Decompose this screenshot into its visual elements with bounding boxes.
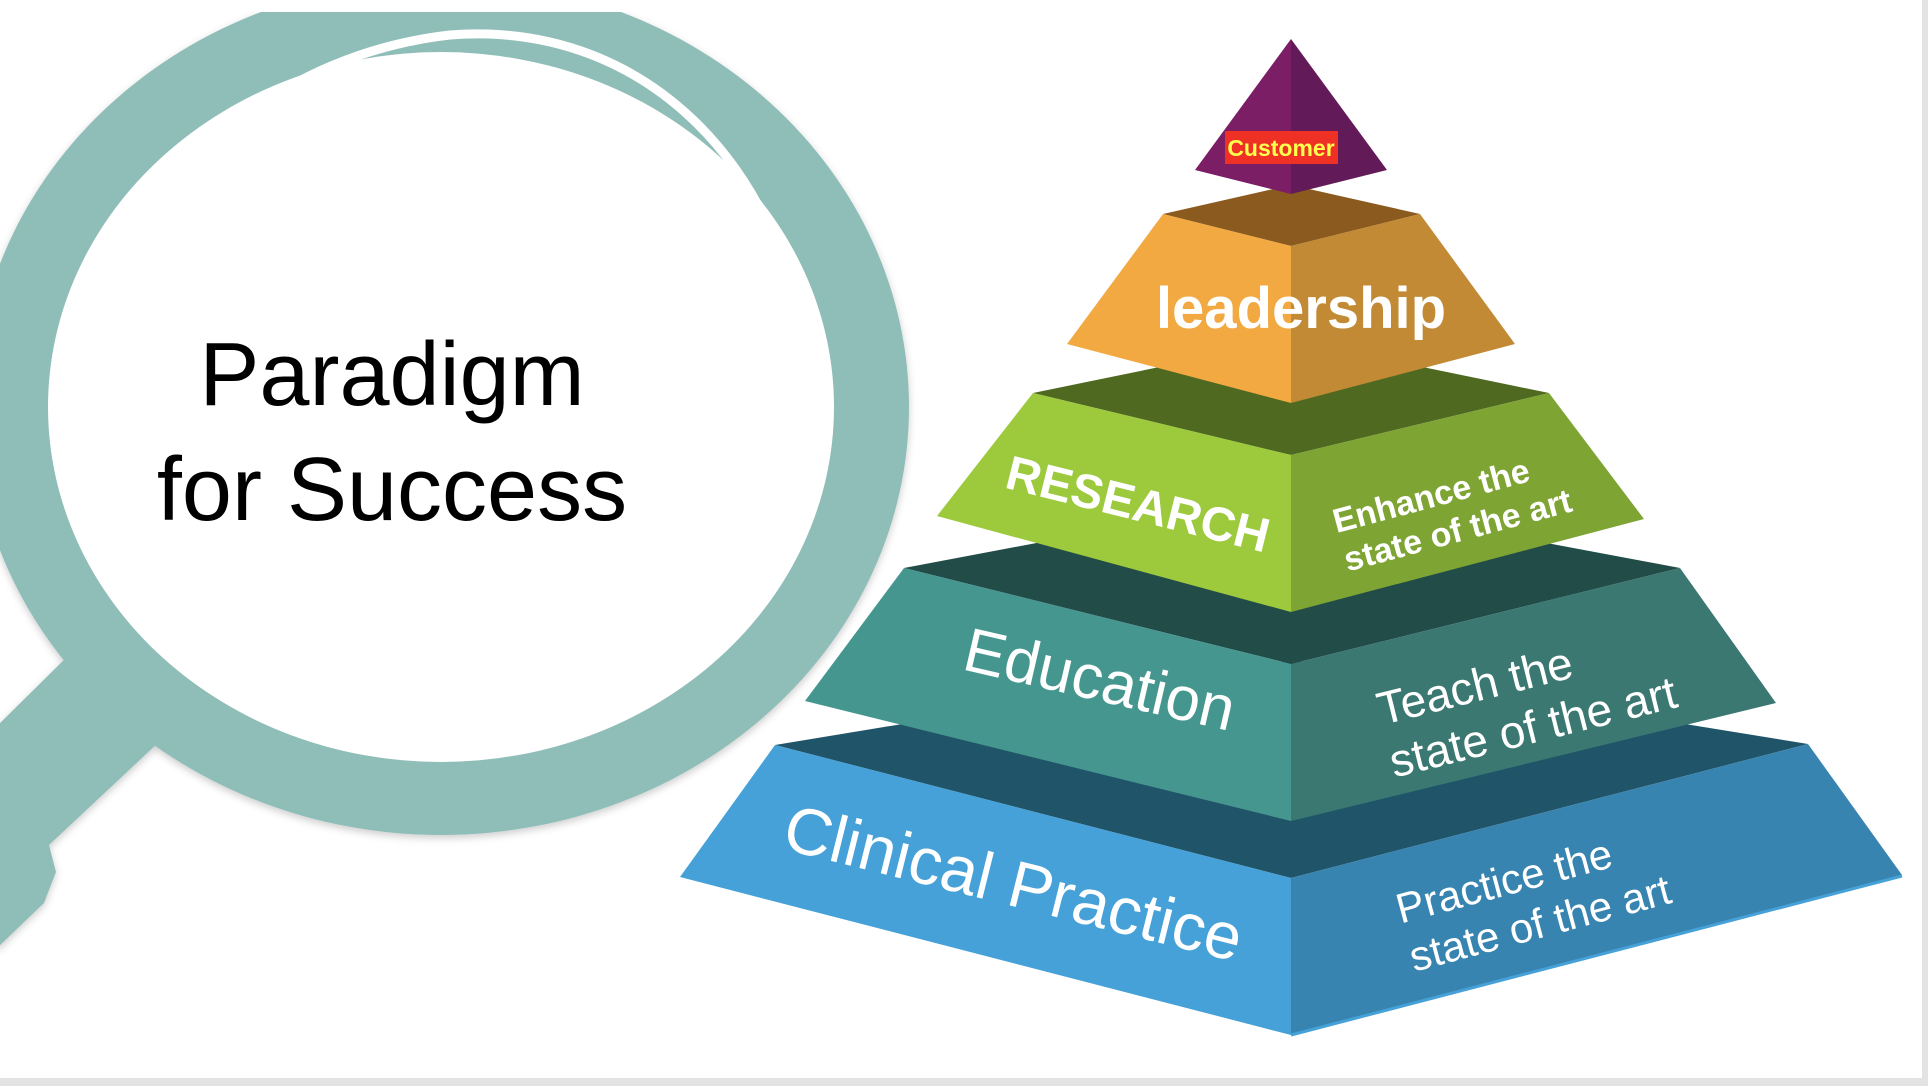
tier-education-left-face <box>805 568 1291 821</box>
tier-leadership-label: leadership <box>1156 276 1446 341</box>
tier-clinical-right-face <box>1291 744 1902 1035</box>
tier-research-left-face <box>937 393 1291 612</box>
title-line-1: Paradigm <box>199 325 584 425</box>
tier-clinical-left-face <box>680 745 1291 1035</box>
tier-customer-right-face <box>1291 39 1387 194</box>
magnifying-glass-icon <box>0 12 909 946</box>
magnifier-handle <box>0 651 159 946</box>
tier-customer-left-face <box>1195 39 1291 194</box>
tier-leadership-left-face <box>1067 214 1291 403</box>
tier-customer-label: Customer <box>1227 135 1334 161</box>
tier-leadership-top-face <box>1163 185 1420 246</box>
tier-clinical-edge <box>1290 874 1903 1037</box>
tier-research-right-face <box>1291 393 1644 612</box>
title-line-2: for Success <box>157 440 627 540</box>
tier-education-right-face <box>1291 568 1776 821</box>
tier-customer: Customer <box>1195 39 1387 194</box>
pyramid: Clinical Practice Practice the state of … <box>680 39 1903 1037</box>
tier-leadership: leadership <box>1067 185 1515 403</box>
customer-label-background <box>1225 131 1338 164</box>
tier-leadership-right-face <box>1291 214 1515 403</box>
magnifier-lens <box>48 52 834 762</box>
